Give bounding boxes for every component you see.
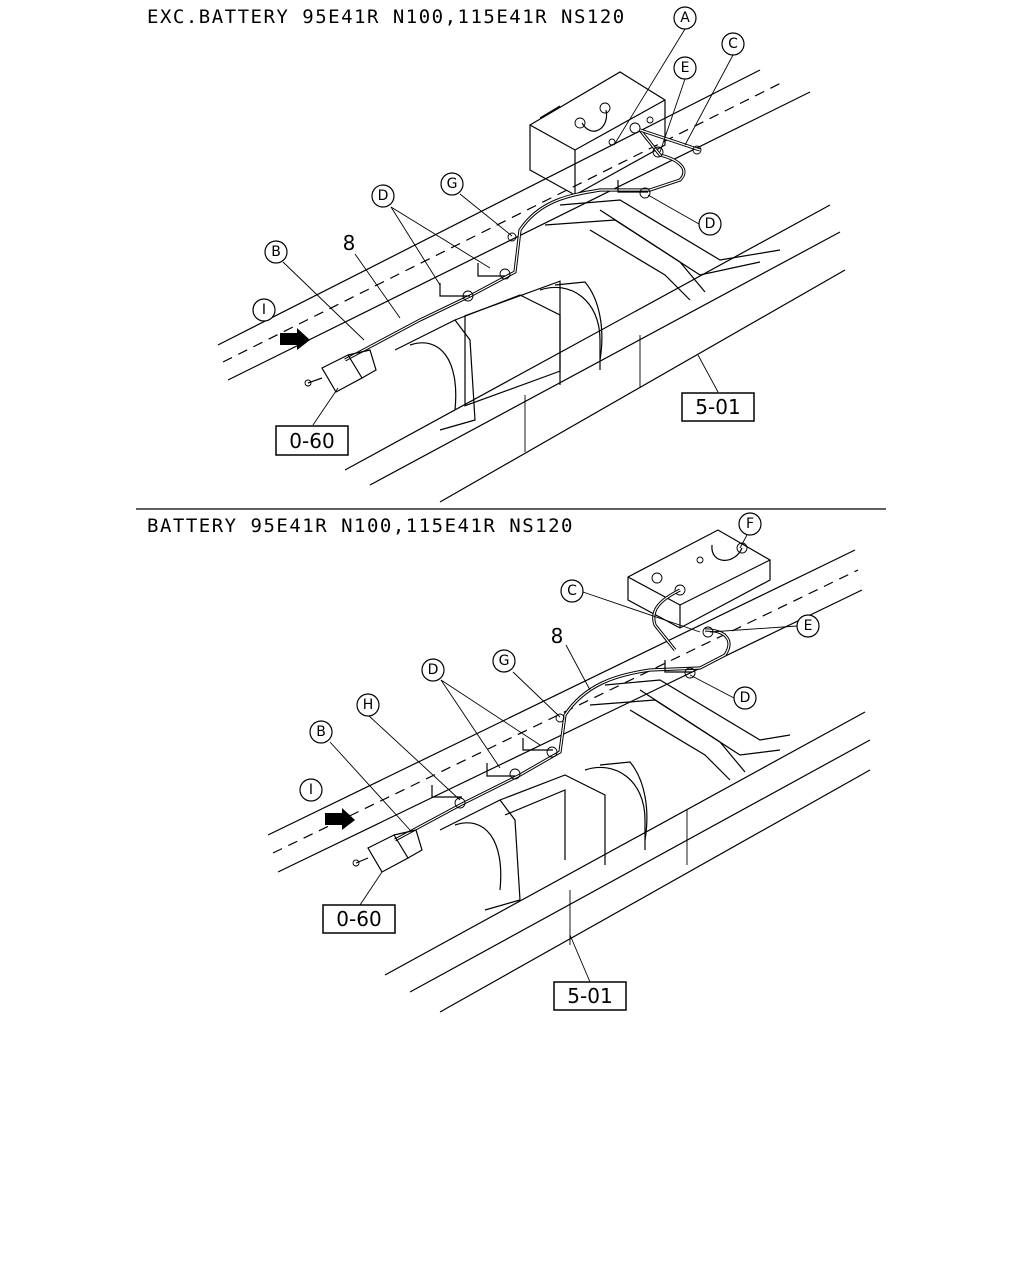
lower-callout-F: F (738, 512, 762, 536)
upper-ref-connector[interactable]: 0-60 (275, 425, 349, 456)
upper-callout-C: C (721, 32, 745, 56)
upper-callout-D-right: D (698, 212, 722, 236)
svg-text:0-60: 0-60 (336, 907, 381, 931)
svg-text:C: C (567, 583, 577, 599)
upper-callout-I: I (252, 298, 276, 322)
lower-callout-C: C (560, 579, 584, 603)
svg-text:0-60: 0-60 (289, 429, 334, 453)
svg-text:G: G (499, 653, 510, 669)
lower-diagram: F C E D D G H B I 8 0-60 5-01 (267, 512, 871, 1013)
svg-text:F: F (746, 516, 754, 532)
upper-battery (529, 71, 666, 196)
lower-cable-harness (394, 588, 731, 842)
svg-text:A: A (680, 10, 690, 26)
lower-callout-B: B (309, 720, 333, 744)
svg-text:I: I (309, 782, 313, 798)
upper-callout-E: E (673, 56, 697, 80)
lower-battery (627, 529, 771, 629)
svg-text:B: B (316, 724, 326, 740)
upper-fuel-tank (394, 280, 603, 431)
upper-direction-arrow-icon (280, 328, 310, 350)
svg-text:E: E (804, 618, 813, 634)
lower-callout-D-right: D (733, 686, 757, 710)
upper-frame-rails (217, 69, 846, 503)
svg-text:D: D (705, 216, 716, 232)
svg-text:D: D (428, 662, 439, 678)
upper-callout-A: A (673, 6, 697, 30)
lower-frame-rails (267, 549, 871, 1013)
upper-diagram-title: EXC.BATTERY 95E41R N100,115E41R NS120 (147, 6, 626, 28)
upper-part-number: 8 (343, 231, 356, 255)
svg-text:H: H (363, 697, 374, 713)
svg-text:B: B (271, 244, 281, 260)
upper-callout-G: G (440, 172, 464, 196)
lower-callout-E: E (796, 614, 820, 638)
upper-diagram: A C E D D G B I 8 0-60 5-01 (217, 6, 846, 503)
upper-cable-harness (344, 128, 702, 362)
lower-ref-connector[interactable]: 0-60 (322, 904, 396, 934)
lower-leader-lines (329, 534, 798, 983)
svg-text:E: E (681, 60, 690, 76)
svg-text:5-01: 5-01 (567, 984, 612, 1008)
lower-diagram-title: BATTERY 95E41R N100,115E41R NS120 (147, 515, 574, 537)
lower-part-number: 8 (551, 624, 564, 648)
svg-text:G: G (447, 176, 458, 192)
svg-text:D: D (378, 188, 389, 204)
svg-text:I: I (262, 302, 266, 318)
upper-leader-lines (282, 28, 734, 426)
lower-callout-I: I (299, 778, 323, 802)
lower-callout-G: G (492, 649, 516, 673)
upper-callout-D-left: D (371, 184, 395, 208)
upper-callout-B: B (264, 240, 288, 264)
upper-connector (304, 349, 377, 393)
lower-direction-arrow-icon (325, 808, 355, 830)
lower-fuel-tank (439, 761, 648, 911)
lower-ref-frame[interactable]: 5-01 (553, 981, 627, 1011)
svg-text:5-01: 5-01 (695, 395, 740, 419)
upper-ref-frame[interactable]: 5-01 (681, 392, 755, 422)
lower-callout-D-left: D (421, 658, 445, 682)
lower-callout-H: H (356, 693, 380, 717)
lower-connector (352, 829, 423, 873)
svg-text:D: D (740, 690, 751, 706)
svg-text:C: C (728, 36, 738, 52)
